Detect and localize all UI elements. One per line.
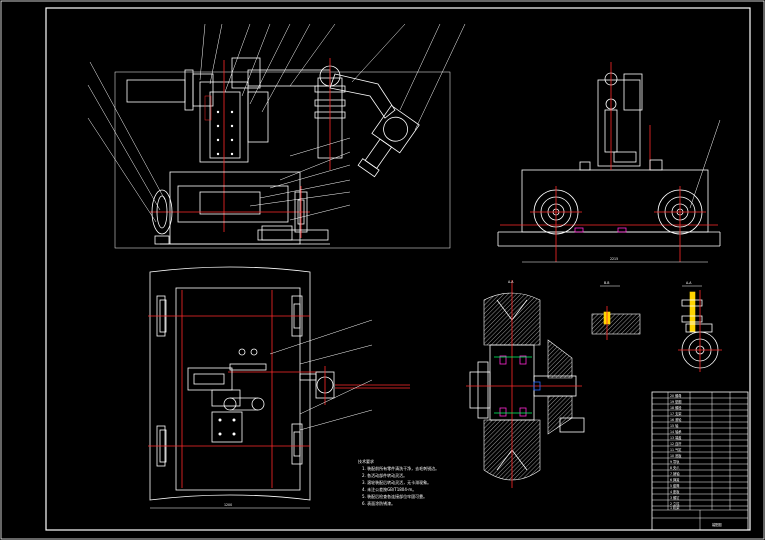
title-block: 20 螺母 19 垫圈 18 螺栓 17 支架 16 滚轮 15 轴 14 轴承… [651,391,749,531]
bom-row: 17 支架 [670,411,682,416]
bom-row: 10 底板 [670,453,682,458]
bom-row: 15 轴 [670,423,678,428]
bom-row: 1 机架 [670,505,680,510]
top-view: 1200 技术要求 1. 装配前所有零件清洗干净，去毛刺锐边。 2. 各活动部件… [148,266,439,509]
wheel-section-view: A-A [466,280,585,488]
bom-row: 11 气缸 [670,447,682,452]
front-view [87,23,466,249]
side-view: 2215 [497,62,721,263]
bom-rows: 20 螺母 19 垫圈 18 螺栓 17 支架 16 滚轮 15 轴 14 轴承… [670,393,682,510]
notes-line-0: 技术要求 [358,458,374,464]
notes-line-3: 3. 滚轮装配后转动灵活，无卡滞现象。 [362,479,431,485]
bom-row: 19 垫圈 [670,399,681,404]
bom-row: 12 连杆 [670,441,682,446]
notes-line-6: 6. 表面涂防锈漆。 [362,500,395,506]
title-block-drawing-name: 装配图 [712,522,722,527]
bom-row: 16 滚轮 [670,417,682,422]
inner-drawing-border [45,7,751,531]
section-label-main: A-A [508,280,514,284]
svg-text:2215: 2215 [610,257,618,261]
bom-row: 3 螺钉 [670,495,680,500]
bom-row: 8 夹爪 [670,465,680,470]
notes-line-5: 5. 装配后检查各连接部位牢固可靠。 [362,493,427,499]
svg-text:1200: 1200 [224,503,232,507]
notes-line-2: 2. 各活动部件转动灵活。 [362,472,407,478]
bom-row: 2 立柱 [670,501,680,506]
detail-view-small: B-B [591,281,641,340]
bom-row: 14 轴承 [670,429,682,434]
section-label-b: B-B [604,281,609,285]
bom-row: 7 销轴 [670,471,679,476]
bom-row: 20 螺母 [670,393,681,398]
bom-row: 13 端盖 [670,435,682,440]
bom-row: 18 螺栓 [670,405,682,410]
bom-row: 5 套筒 [670,483,679,488]
notes-line-1: 1. 装配前所有零件清洗干净，去毛刺锐边。 [362,465,439,471]
technical-notes: 技术要求 1. 装配前所有零件清洗干净，去毛刺锐边。 2. 各活动部件转动灵活。… [358,458,439,506]
detail-view-gripper: A-A [678,281,722,372]
notes-line-4: 4. 未注公差按GB/T1804-m。 [362,486,416,492]
section-label-a: A-A [686,281,692,285]
bom-row: 6 弹簧 [670,477,680,482]
bom-row: 9 导轨 [670,459,680,464]
bom-row: 4 座板 [670,489,680,494]
